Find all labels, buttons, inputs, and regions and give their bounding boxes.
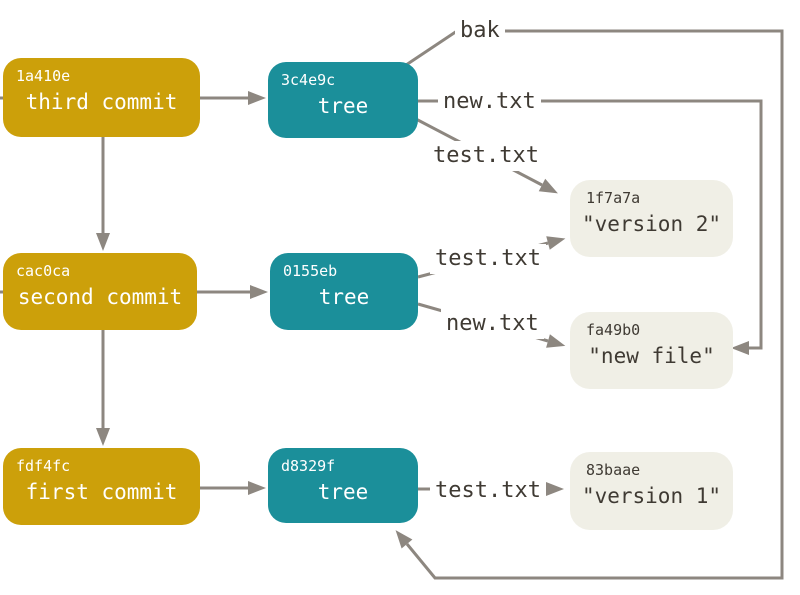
commit-label: first commit: [25, 480, 178, 504]
edge-label-test-txt-1: test.txt: [428, 141, 544, 171]
commit-hash: fdf4fc: [16, 457, 71, 475]
edge-label-test-txt-3: test.txt: [430, 476, 546, 506]
edge-label-new-txt-2: new.txt: [441, 309, 544, 339]
blob-hash: fa49b0: [586, 321, 641, 339]
commit-box-first: fdf4fc first commit: [3, 448, 200, 525]
commit-hash: 1a410e: [16, 67, 71, 85]
commit-box-third: 1a410e third commit: [3, 58, 200, 137]
tree-box-first: d8329f tree: [268, 448, 418, 523]
blob-label: "version 1": [581, 484, 722, 508]
tree-hash: 3c4e9c: [281, 71, 336, 89]
commit-box-second: cac0ca second commit: [3, 253, 197, 330]
tree-box-second: 0155eb tree: [270, 253, 418, 330]
blob-hash: 1f7a7a: [586, 189, 641, 207]
edge-label-new-txt-1: new.txt: [438, 87, 541, 117]
blob-label: "version 2": [581, 212, 722, 236]
tree-label: tree: [318, 285, 370, 309]
tree-label: tree: [317, 480, 369, 504]
tree-box-third: 3c4e9c tree: [268, 62, 418, 138]
blob-hash: 83baae: [586, 461, 641, 479]
tree-hash: d8329f: [281, 457, 336, 475]
edge-label-bak: bak: [455, 16, 505, 46]
blob-label: "new file": [588, 344, 715, 368]
tree-hash: 0155eb: [283, 262, 338, 280]
edge-label-test-txt-2: test.txt: [430, 244, 546, 274]
commit-label: second commit: [17, 285, 183, 309]
blob-box-new-file: fa49b0 "new file": [570, 312, 733, 389]
tree-label: tree: [317, 94, 369, 118]
edge-bak-to-first-tree: [395, 29, 784, 580]
edge-newtxt-to-newfile-blob: [418, 99, 763, 355]
commit-label: third commit: [25, 90, 178, 114]
blob-box-version-1: 83baae "version 1": [570, 452, 733, 530]
commit-hash: cac0ca: [16, 262, 71, 280]
blob-box-version-2: 1f7a7a "version 2": [570, 180, 733, 257]
